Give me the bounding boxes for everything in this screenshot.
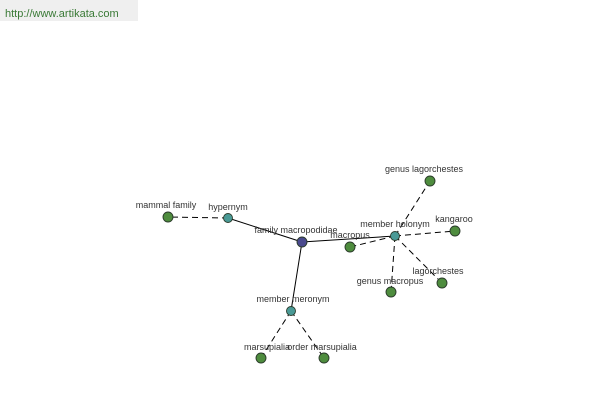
edge-member-holonym-to-lagorchestes — [394, 235, 443, 284]
node-mammal-family[interactable] — [162, 211, 174, 223]
node-hypernym[interactable] — [223, 213, 233, 223]
edge-hypernym-to-mammal-family — [167, 216, 229, 219]
node-label-mammal-family: mammal family — [136, 200, 197, 210]
node-lagorchestes[interactable] — [436, 277, 448, 289]
node-macropus[interactable] — [344, 241, 356, 253]
node-member-meronym[interactable] — [286, 306, 296, 316]
edge-member-holonym-to-genus-lagorchestes — [394, 180, 431, 237]
node-label-genus-macropus: genus macropus — [357, 276, 424, 286]
edge-family-macropodidae-to-hypernym — [227, 217, 303, 243]
node-label-member-holonym: member holonym — [360, 219, 430, 229]
node-label-family-macropodidae: family macropodidae — [254, 225, 337, 235]
node-label-marsupialia: marsupialia — [244, 342, 290, 352]
source-url-bar: http://www.artikata.com — [0, 0, 138, 21]
node-label-genus-lagorchestes: genus lagorchestes — [385, 164, 464, 174]
nodes-layer — [162, 175, 461, 364]
node-genus-macropus[interactable] — [385, 286, 397, 298]
node-label-macropus: macropus — [330, 230, 370, 240]
node-order-marsupialia[interactable] — [318, 352, 330, 364]
node-label-kangaroo: kangaroo — [435, 214, 473, 224]
node-genus-lagorchestes[interactable] — [424, 175, 436, 187]
edge-member-holonym-to-kangaroo — [394, 230, 456, 237]
labels-layer: family macropodidae hypernym mammal family… — [136, 164, 473, 352]
edges-layer — [167, 180, 456, 359]
edge-member-holonym-to-macropus — [349, 235, 396, 248]
node-family-macropodidae[interactable] — [296, 236, 308, 248]
node-kangaroo[interactable] — [449, 225, 461, 237]
source-url-link[interactable]: http://www.artikata.com — [5, 8, 119, 20]
node-label-order-marsupialia: order marsupialia — [287, 342, 357, 352]
node-marsupialia[interactable] — [255, 352, 267, 364]
node-label-lagorchestes: lagorchestes — [412, 266, 464, 276]
node-member-holonym[interactable] — [390, 231, 400, 241]
edge-family-macropodidae-to-member-holonym — [301, 235, 396, 243]
edge-family-macropodidae-to-member-meronym — [290, 241, 303, 312]
node-label-member-meronym: member meronym — [256, 294, 329, 304]
node-label-hypernym: hypernym — [208, 202, 248, 212]
